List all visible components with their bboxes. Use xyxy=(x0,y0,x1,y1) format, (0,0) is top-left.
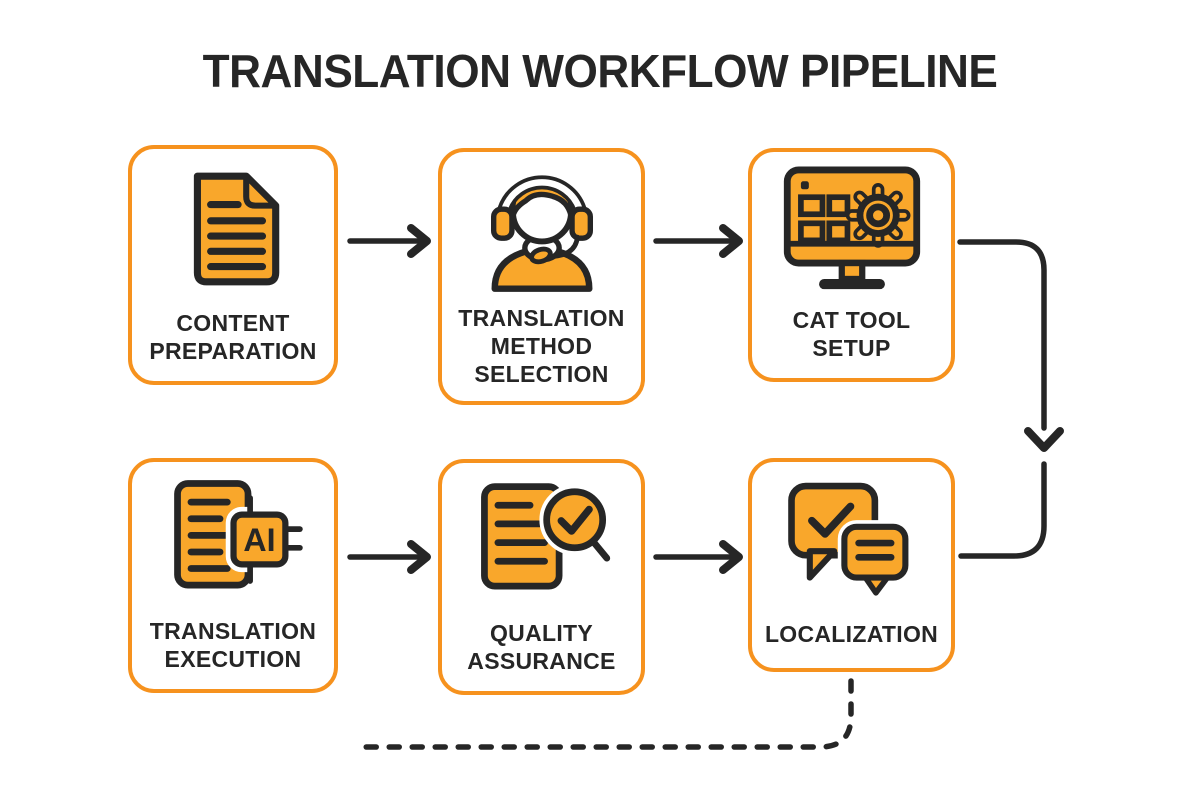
step-label: QUALITY ASSURANCE xyxy=(467,619,616,674)
step-translation-execution: AI TRANSLATION EXECUTION xyxy=(128,458,338,693)
document-ai-chip-icon: AI xyxy=(174,480,303,589)
translator-headset-icon xyxy=(490,175,593,293)
ai-chip-text: AI xyxy=(243,522,275,558)
flow-arrow-head-2 xyxy=(719,224,743,258)
step-label: CONTENT PREPARATION xyxy=(149,309,317,364)
flow-arrow-head-1 xyxy=(407,224,431,258)
flow-arrow-head-4 xyxy=(719,540,743,574)
step-cat-tool-setup: CAT TOOL SETUP xyxy=(748,148,955,382)
document-magnifier-check-icon xyxy=(480,483,610,590)
step-label: CAT TOOL SETUP xyxy=(792,306,911,361)
wrap-connector-arrow-head xyxy=(1024,427,1064,452)
page-title: TRANSLATION WORKFLOW PIPELINE xyxy=(202,45,998,97)
step-translation-method-selection: TRANSLATION METHOD SELECTION xyxy=(438,148,645,405)
monitor-gear-icon xyxy=(783,166,920,290)
step-label: LOCALIZATION xyxy=(764,620,939,647)
wrap-connector-top xyxy=(957,239,1047,431)
document-icon xyxy=(193,172,280,286)
step-content-preparation: CONTENT PREPARATION xyxy=(128,145,338,385)
step-localization: LOCALIZATION xyxy=(748,458,955,672)
wrap-connector-bottom xyxy=(958,461,1047,559)
chat-bubbles-icon xyxy=(787,482,912,596)
flow-arrow-head-3 xyxy=(407,540,431,574)
step-quality-assurance: QUALITY ASSURANCE xyxy=(438,459,645,695)
step-label: TRANSLATION EXECUTION xyxy=(149,617,317,672)
step-label: TRANSLATION METHOD SELECTION xyxy=(458,304,625,387)
